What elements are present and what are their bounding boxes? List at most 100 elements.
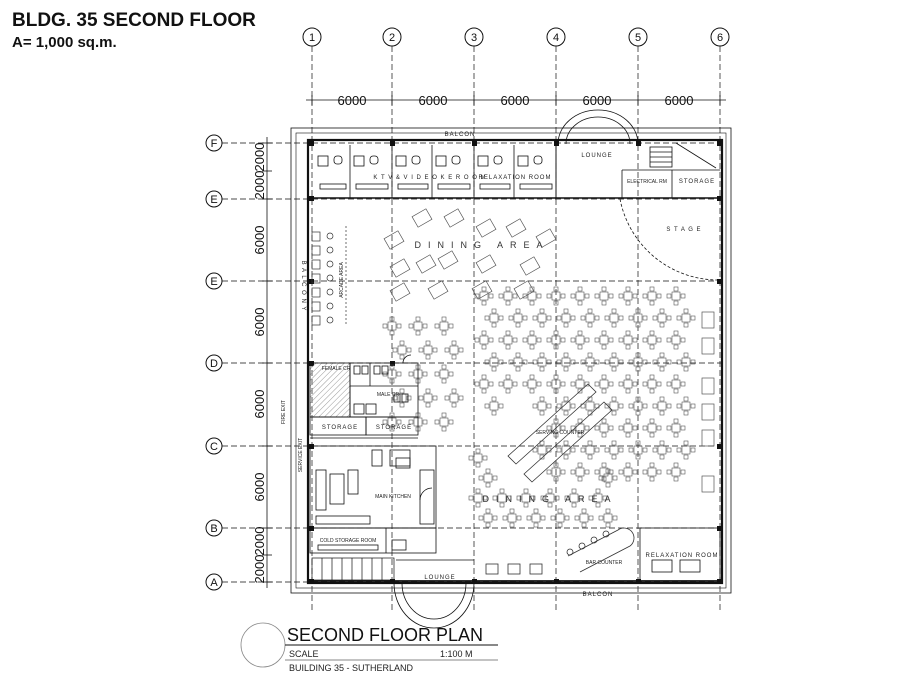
dining-table [532, 352, 552, 372]
bottom-lounge [393, 582, 475, 629]
grid-row-label-a: A [210, 577, 218, 589]
male-cr-label: MALE CR [377, 392, 400, 398]
dining-table [652, 396, 672, 416]
dining-table [652, 352, 672, 372]
main-kitchen-label: MAIN KITCHEN [375, 494, 411, 500]
dining-table [556, 440, 576, 460]
dining-table [546, 330, 566, 350]
balcony-left-label: B A L C O N Y [300, 261, 306, 312]
dining-table [604, 352, 624, 372]
grid-col-label-4: 4 [553, 32, 559, 44]
dining-table [594, 418, 614, 438]
service-exit-label: SERVICE EXIT [298, 438, 304, 472]
building-label: BUILDING 35 - SUTHERLAND [289, 663, 414, 673]
dining-table [618, 462, 638, 482]
serving-counter-label: SERVING COUNTER [536, 430, 585, 436]
dining-table [666, 374, 686, 394]
dim-row-5: 6000 [252, 390, 267, 419]
right-booths [701, 311, 715, 493]
grid-column-3 [464, 27, 484, 610]
dining-table [618, 330, 638, 350]
dining-table [588, 488, 608, 508]
dim-col-2-3: 6000 [419, 93, 448, 108]
arcade-machines [311, 226, 347, 326]
dining-table [580, 396, 600, 416]
scale-label: SCALE [289, 649, 319, 659]
dining-table [468, 488, 488, 508]
dining-table [392, 340, 412, 360]
dining-table [484, 396, 504, 416]
dining-table [382, 316, 402, 336]
dining-table [598, 508, 618, 528]
dining-table [666, 418, 686, 438]
page-title: BLDG. 35 SECOND FLOOR [12, 10, 256, 31]
dining-table [522, 286, 542, 306]
dining-area-top-label: DINING AREA [414, 240, 549, 250]
dim-col-4-5: 6000 [583, 93, 612, 108]
dining-table [556, 396, 576, 416]
dining-table [498, 330, 518, 350]
dining-table [666, 330, 686, 350]
dining-table [522, 374, 542, 394]
dining-table [540, 488, 560, 508]
dim-row-8: 2000 [252, 555, 267, 584]
dining-table [546, 418, 566, 438]
grid-col-label-2: 2 [389, 32, 395, 44]
dining-table [666, 286, 686, 306]
grid-row-label-b: B [210, 523, 217, 535]
dining-table [604, 396, 624, 416]
dim-col-1-2: 6000 [338, 93, 367, 108]
dining-area-bottom-label: DINING AREA [482, 494, 617, 504]
grid-col-label-3: 3 [471, 32, 477, 44]
dining-table [498, 286, 518, 306]
fire-exit-label: FIRE EXIT [281, 400, 287, 424]
dining-table [522, 330, 542, 350]
left-dimension-line [262, 137, 272, 588]
dining-table [570, 286, 590, 306]
plan-title: SECOND FLOOR PLAN [287, 625, 483, 645]
grid-column-5 [628, 27, 648, 610]
dining-table [546, 374, 566, 394]
dining-table [474, 330, 494, 350]
dining-table [570, 330, 590, 350]
dining-table [478, 508, 498, 528]
top-dimension-line [306, 95, 726, 105]
grid-row-label-d: D [210, 358, 218, 370]
dining-table [574, 508, 594, 528]
bar-counter [485, 527, 635, 575]
dining-table [666, 462, 686, 482]
dining-table [594, 330, 614, 350]
floor-area: A= 1,000 sq.m. [12, 34, 117, 51]
dining-table [642, 286, 662, 306]
storage-mid-label: STORAGE [376, 425, 412, 431]
dining-table [594, 286, 614, 306]
dining-table [434, 364, 454, 384]
dining-table [618, 286, 638, 306]
dining-table [598, 468, 618, 488]
dining-table [546, 286, 566, 306]
dim-row-7: 2000 [252, 527, 267, 556]
grid-row-label-e2: E [210, 276, 217, 288]
dining-table [570, 462, 590, 482]
cold-storage [309, 527, 437, 554]
lounge-top-label: LOUNGE [581, 153, 612, 159]
dining-table [556, 308, 576, 328]
grid-col-label-1: 1 [309, 32, 315, 44]
grid-columns [302, 27, 730, 610]
stage-label: S T A G E [666, 227, 701, 233]
dining-table [652, 440, 672, 460]
dim-row-2: 2000 [252, 171, 267, 200]
dining-table [570, 374, 590, 394]
ktv-label: K T V & V I D E O K E R O O M [373, 175, 486, 181]
dining-table [498, 374, 518, 394]
dining-table [580, 440, 600, 460]
dining-table [444, 340, 464, 360]
dim-row-1: 2000 [252, 143, 267, 172]
dining-table [580, 308, 600, 328]
arcade-area-label: ARCADE AREA [339, 262, 345, 298]
dining-table [474, 286, 494, 306]
grid-row-label-e1: E [210, 194, 217, 206]
dining-table [652, 308, 672, 328]
balcony-top-label: BALCON [445, 132, 476, 138]
